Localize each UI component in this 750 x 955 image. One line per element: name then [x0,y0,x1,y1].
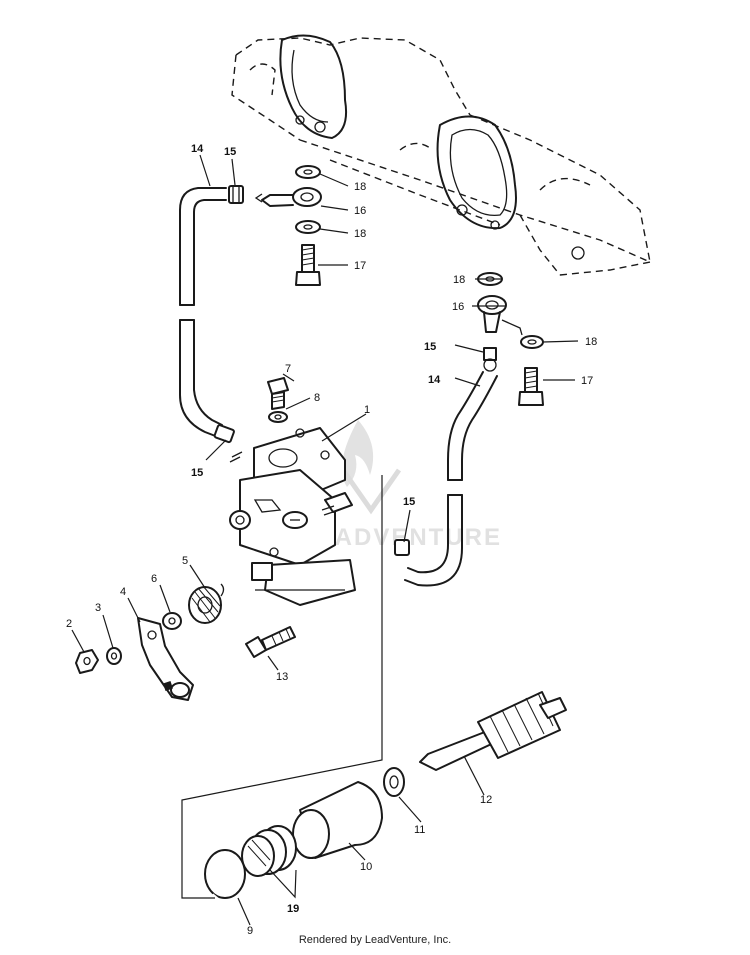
callout-12: 12 [480,794,492,806]
washer-6 [162,612,182,630]
callout-1: 1 [364,404,370,416]
hose-clamp-15-left-lower [213,424,235,444]
hose-clamp-15-left-upper [228,185,244,204]
callout-15-left-upper: 15 [224,146,236,158]
oil-pump-body-1 [229,427,356,606]
banjo-fitting-16-right [477,295,523,336]
callout-17-left: 17 [354,260,366,272]
callout-10: 10 [360,861,372,873]
pump-drive-shaft-12 [419,691,567,771]
callout-17-right: 17 [581,375,593,387]
callout-18-left-lower: 18 [354,228,366,240]
washer-18-upper-left [295,165,321,179]
pump-control-lever-4 [137,617,194,701]
callout-8: 8 [314,392,320,404]
callout-19: 19 [287,903,299,915]
callout-9: 9 [247,925,253,937]
callout-15-right-lower: 15 [403,496,415,508]
washer-18-lower-left [295,220,321,234]
callout-14-left: 14 [191,143,204,155]
callout-15-right-upper: 15 [424,341,436,353]
callout-14-right: 14 [428,374,441,386]
engine-crankcase-outline [231,37,651,276]
callout-11: 11 [414,824,425,836]
hose-clamp-15-right-lower [394,539,410,556]
shaft-bushing-10 [292,781,383,859]
leader-lines [71,154,579,926]
bolt-13 [245,626,296,658]
pump-drive-gear-5 [188,583,225,624]
port-flange-left [279,34,348,139]
banjo-bolt-17-left [295,244,321,286]
callout-16-left: 16 [354,205,366,217]
callout-7: 7 [285,363,291,375]
callout-3: 3 [95,602,101,614]
oil-hose-14-left [179,187,227,438]
oil-seal-19 [241,825,297,877]
oil-hose-14-right [404,371,498,587]
callout-18-right-side: 18 [585,336,597,348]
nut-2 [75,649,99,674]
washer-18-right-side [520,335,544,349]
callout-6: 6 [151,573,157,585]
washer-11 [383,767,405,797]
callout-16-right: 16 [452,301,464,313]
callout-18-left-upper: 18 [354,181,366,193]
callout-4: 4 [120,586,126,598]
callout-18-right-upper: 18 [453,274,465,286]
banjo-fitting-16-left [254,187,322,207]
render-credit: Rendered by LeadVenture, Inc. [298,934,452,946]
callout-2: 2 [66,618,72,630]
lock-washer-3 [106,647,122,665]
callout-13: 13 [276,671,288,683]
circlip-9 [204,849,246,902]
port-flange-right [436,115,585,260]
banjo-bolt-7 [267,377,289,410]
callouts: 14 15 18 16 18 17 18 16 18 15 17 14 7 8 … [66,143,597,937]
callout-5: 5 [182,555,188,567]
hose-clamp-15-right-upper [483,347,497,372]
reference-bracket-lines [181,475,383,899]
washer-8 [268,411,288,423]
banjo-bolt-17-right [518,367,544,406]
callout-15-left-lower: 15 [191,467,203,479]
